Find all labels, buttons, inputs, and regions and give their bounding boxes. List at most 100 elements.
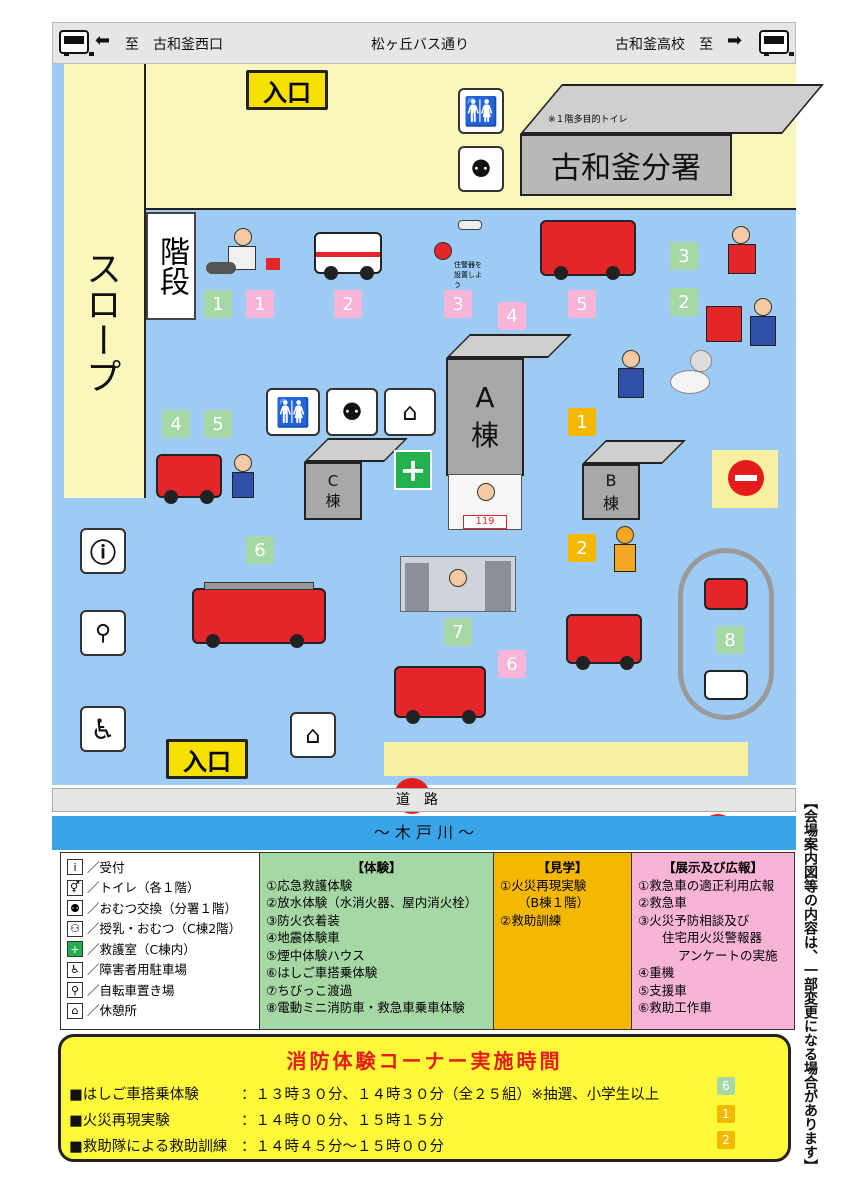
rest-icon: ⌂ <box>67 1002 83 1019</box>
slope-label: スロープ <box>80 250 121 394</box>
station-roof <box>520 84 824 134</box>
legend-exhibit: 【展示及び広報】 ①救急車の適正利用広報 ②救急車 ③火災予防相談及び 住宅用火… <box>631 853 794 1029</box>
bicycle-icon: ⚲ <box>80 610 126 656</box>
legend-item: i／受付 <box>67 857 253 878</box>
building-b: B 棟 <box>582 464 640 520</box>
building-b-label: B 棟 <box>602 470 619 513</box>
earthquake-experience-scene <box>400 556 516 612</box>
change-notice: 【会場案内図等の内容は、一部変更になる場合があります】 <box>802 795 818 1173</box>
direction-left-label: 至 古和釜西口 <box>125 37 223 53</box>
right-arrow-icon: ➡ <box>727 30 743 51</box>
badge-experience-1: 1 <box>204 290 232 318</box>
bus-icon <box>59 30 94 56</box>
schedule-notice: 消防体験コーナー実施時間 ■はしご車搭乗体験：１３時３０分、１４時３０分（全２５… <box>58 1034 791 1162</box>
fire-station-building: 古和釜分署 <box>520 134 732 196</box>
legend-experience: 【体験】 ①応急救護体験 ②放水体験（水消火器、屋内消火栓） ③防火衣着装 ④地… <box>259 853 493 1029</box>
badge-tour-1: 1 <box>568 408 596 436</box>
schedule-row: ■救助隊による救助訓練：１４時４５分～１５時００分 <box>69 1139 444 1155</box>
badge-exhibit-6: 6 <box>498 650 526 678</box>
extinguisher-demo-scene <box>610 346 720 412</box>
legend-item: ⚉／おむつ交換（分署１階） <box>67 898 253 919</box>
accessible-parking-icon: ♿ <box>80 706 126 752</box>
legend-item: ⌂／休憩所 <box>67 1001 253 1022</box>
bus-icon <box>759 30 794 56</box>
first-aid-icon: + <box>67 941 83 958</box>
sign-119: 119 <box>463 515 507 529</box>
firefighter-figure <box>612 524 638 574</box>
badge-experience-5: 5 <box>204 410 232 438</box>
entrance-bottom: 入口 <box>166 739 248 779</box>
badge-experience-7: 7 <box>444 618 472 646</box>
badge-experience-2: 2 <box>670 288 698 316</box>
bus-road-name: 松ヶ丘バス通り <box>371 37 469 53</box>
building-a-label: A 棟 <box>470 380 499 452</box>
emergency-119-booth: 119 <box>448 474 522 530</box>
police-figure <box>228 452 258 500</box>
station-note: ※１階多目的トイレ <box>548 115 628 125</box>
badge-tour-2: 2 <box>568 534 596 562</box>
firefighter-figure <box>722 222 762 278</box>
legend-panel: i／受付 ⚥／トイレ（各１階） ⚉／おむつ交換（分署１階） ⚇／授乳・おむつ（C… <box>60 852 795 1030</box>
building-c-label: C 棟 <box>325 471 341 510</box>
badge-exhibit-1: 1 <box>246 290 274 318</box>
ambulance-illustration <box>314 232 382 280</box>
badge-experience-4: 4 <box>162 410 190 438</box>
entrance-label: 入口 <box>263 78 311 107</box>
schedule-badge: 2 <box>717 1131 735 1149</box>
support-vehicle-illustration <box>540 220 636 280</box>
legend-item: +／救護室（C棟内） <box>67 939 253 960</box>
slope-area <box>64 64 146 498</box>
rescue-truck-illustration <box>566 614 642 670</box>
station-name: 古和釜分署 <box>551 151 701 186</box>
badge-experience-8: 8 <box>716 626 744 654</box>
legend-item: ♿／障害者用駐車場 <box>67 960 253 981</box>
rest-area-icon: ⌂ <box>290 712 336 758</box>
badge-exhibit-4: 4 <box>498 302 526 330</box>
building-a: A 棟 <box>446 358 524 476</box>
badge-exhibit-2: 2 <box>334 290 362 318</box>
schedule-badge: 6 <box>717 1077 735 1095</box>
toilet-icon: ⚥ <box>67 879 83 896</box>
direction-right-label: 古和釜高校 至 <box>615 37 713 53</box>
stairs: 階段 <box>146 212 196 320</box>
left-arrow-icon: ⬅ <box>95 30 111 51</box>
ladder-truck-illustration <box>192 582 326 648</box>
nursing-icon: ⚇ <box>67 920 83 937</box>
entrance-label: 入口 <box>183 747 231 776</box>
toilet-icon: 🚻 <box>266 388 320 436</box>
legend-item: ⚇／授乳・おむつ（C棟2階） <box>67 919 253 940</box>
rest-area-icon: ⌂ <box>384 388 436 436</box>
hose-demo-scene <box>706 292 786 352</box>
first-aid-room-icon: + <box>394 450 432 490</box>
entrance-top: 入口 <box>246 70 328 110</box>
no-entry-icon <box>728 460 764 496</box>
legend-item: ⚲／自転車置き場 <box>67 980 253 1001</box>
stairs-label: 階段 <box>154 236 189 296</box>
badge-exhibit-5: 5 <box>568 290 596 318</box>
nursing-room-icon: ⚉ <box>326 388 378 436</box>
legend-facilities: i／受付 ⚥／トイレ（各１階） ⚉／おむつ交換（分署１階） ⚇／授乳・おむつ（C… <box>61 853 259 1029</box>
badge-experience-3: 3 <box>670 242 698 270</box>
first-aid-scene <box>206 228 286 278</box>
schedule-row: ■火災再現実験：１４時００分、１５時１５分 <box>69 1113 444 1129</box>
schedule-row: ■はしご車搭乗体験：１３時３０分、１４時３０分（全２５組）※抽選、小学生以上 <box>69 1087 660 1103</box>
bus-road-bar: ⬅ 至 古和釜西口 松ヶ丘バス通り 古和釜高校 至 ➡ <box>52 22 796 64</box>
river-band: ～ 木 戸 川 ～ <box>52 816 796 850</box>
diaper-icon: ⚉ <box>67 900 83 917</box>
schedule-badge: 1 <box>717 1105 735 1123</box>
fire-alarm-scene: 住警器を設置しよう <box>430 220 488 289</box>
badge-exhibit-3: 3 <box>444 290 472 318</box>
schedule-title: 消防体験コーナー実施時間 <box>286 1049 563 1073</box>
diaper-change-icon: ⚉ <box>458 146 504 192</box>
legend-item: ⚥／トイレ（各１階） <box>67 878 253 899</box>
mini-ambulance <box>704 670 748 700</box>
building-c: C 棟 <box>304 462 362 520</box>
accessible-parking-icon: ♿ <box>67 961 83 978</box>
alarm-sign-text: 住警器を設置しよう <box>454 261 482 289</box>
bicycle-icon: ⚲ <box>67 982 83 999</box>
mini-vehicle-track <box>678 548 774 720</box>
info-icon: i <box>67 859 83 876</box>
badge-experience-6: 6 <box>246 536 274 564</box>
mini-fire-engine <box>704 578 748 610</box>
smoke-house-vehicle <box>156 454 222 504</box>
